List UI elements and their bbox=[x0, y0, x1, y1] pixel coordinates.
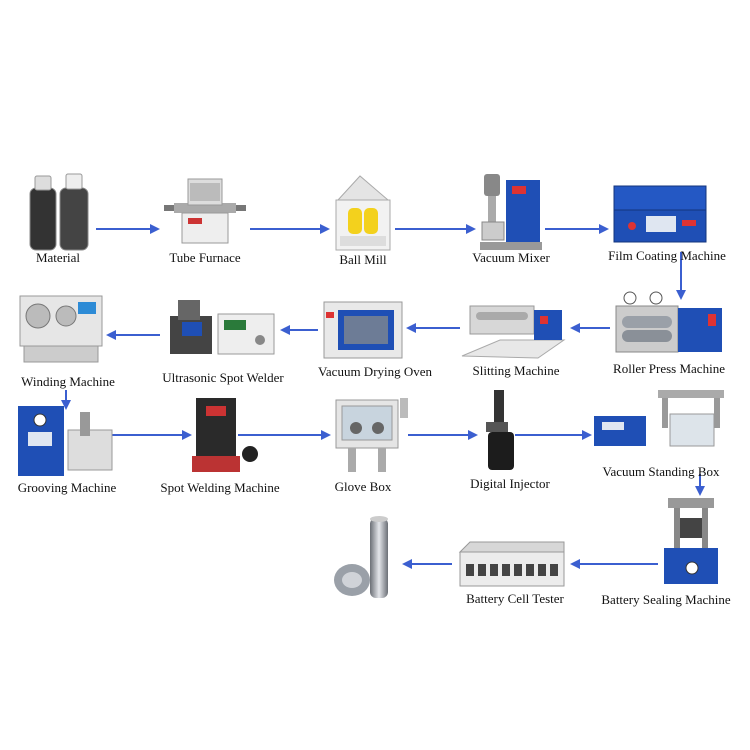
mixer-icon bbox=[480, 174, 542, 250]
battery-cell-icon bbox=[334, 516, 388, 598]
step-label: Vacuum Drying Oven bbox=[317, 364, 433, 379]
coater-icon bbox=[613, 185, 707, 243]
glovebox-icon bbox=[335, 398, 408, 472]
standing-box-icon bbox=[594, 390, 724, 447]
step-label: Winding Machine bbox=[21, 374, 115, 389]
bottles-icon bbox=[29, 173, 89, 251]
tester-icon bbox=[458, 541, 565, 587]
step-label: Glove Box bbox=[334, 479, 392, 494]
injector-icon bbox=[486, 390, 514, 470]
step-label: Vacuum Mixer bbox=[472, 250, 550, 265]
step-label: Battery Cell Tester bbox=[466, 591, 564, 606]
step-label: Tube Furnace bbox=[169, 250, 241, 265]
step-label: Ultrasonic Spot Welder bbox=[162, 370, 284, 385]
step-label: Material bbox=[35, 250, 81, 265]
step-label: Grooving Machine bbox=[17, 480, 117, 495]
sealer-icon bbox=[664, 498, 718, 584]
welder-icon bbox=[192, 398, 258, 472]
oven-icon bbox=[323, 301, 403, 359]
slitter-icon bbox=[461, 305, 566, 359]
step-label: Spot Welding Machine bbox=[160, 480, 280, 495]
step-label: Roller Press Machine bbox=[613, 361, 725, 376]
furnace-icon bbox=[164, 178, 246, 244]
step-label: Battery Sealing Machine bbox=[601, 592, 731, 607]
winder-icon bbox=[19, 295, 103, 363]
press-icon bbox=[615, 291, 722, 353]
step-label: Film Coating Machine bbox=[608, 248, 726, 263]
step-label: Ball Mill bbox=[339, 252, 387, 267]
grooving-icon bbox=[18, 406, 113, 476]
step-label: Vacuum Standing Box bbox=[602, 464, 720, 479]
step-label: Digital Injector bbox=[470, 476, 550, 491]
ultrasonic-icon bbox=[170, 300, 275, 355]
mill-icon bbox=[335, 175, 391, 251]
step-label: Slitting Machine bbox=[472, 363, 560, 378]
